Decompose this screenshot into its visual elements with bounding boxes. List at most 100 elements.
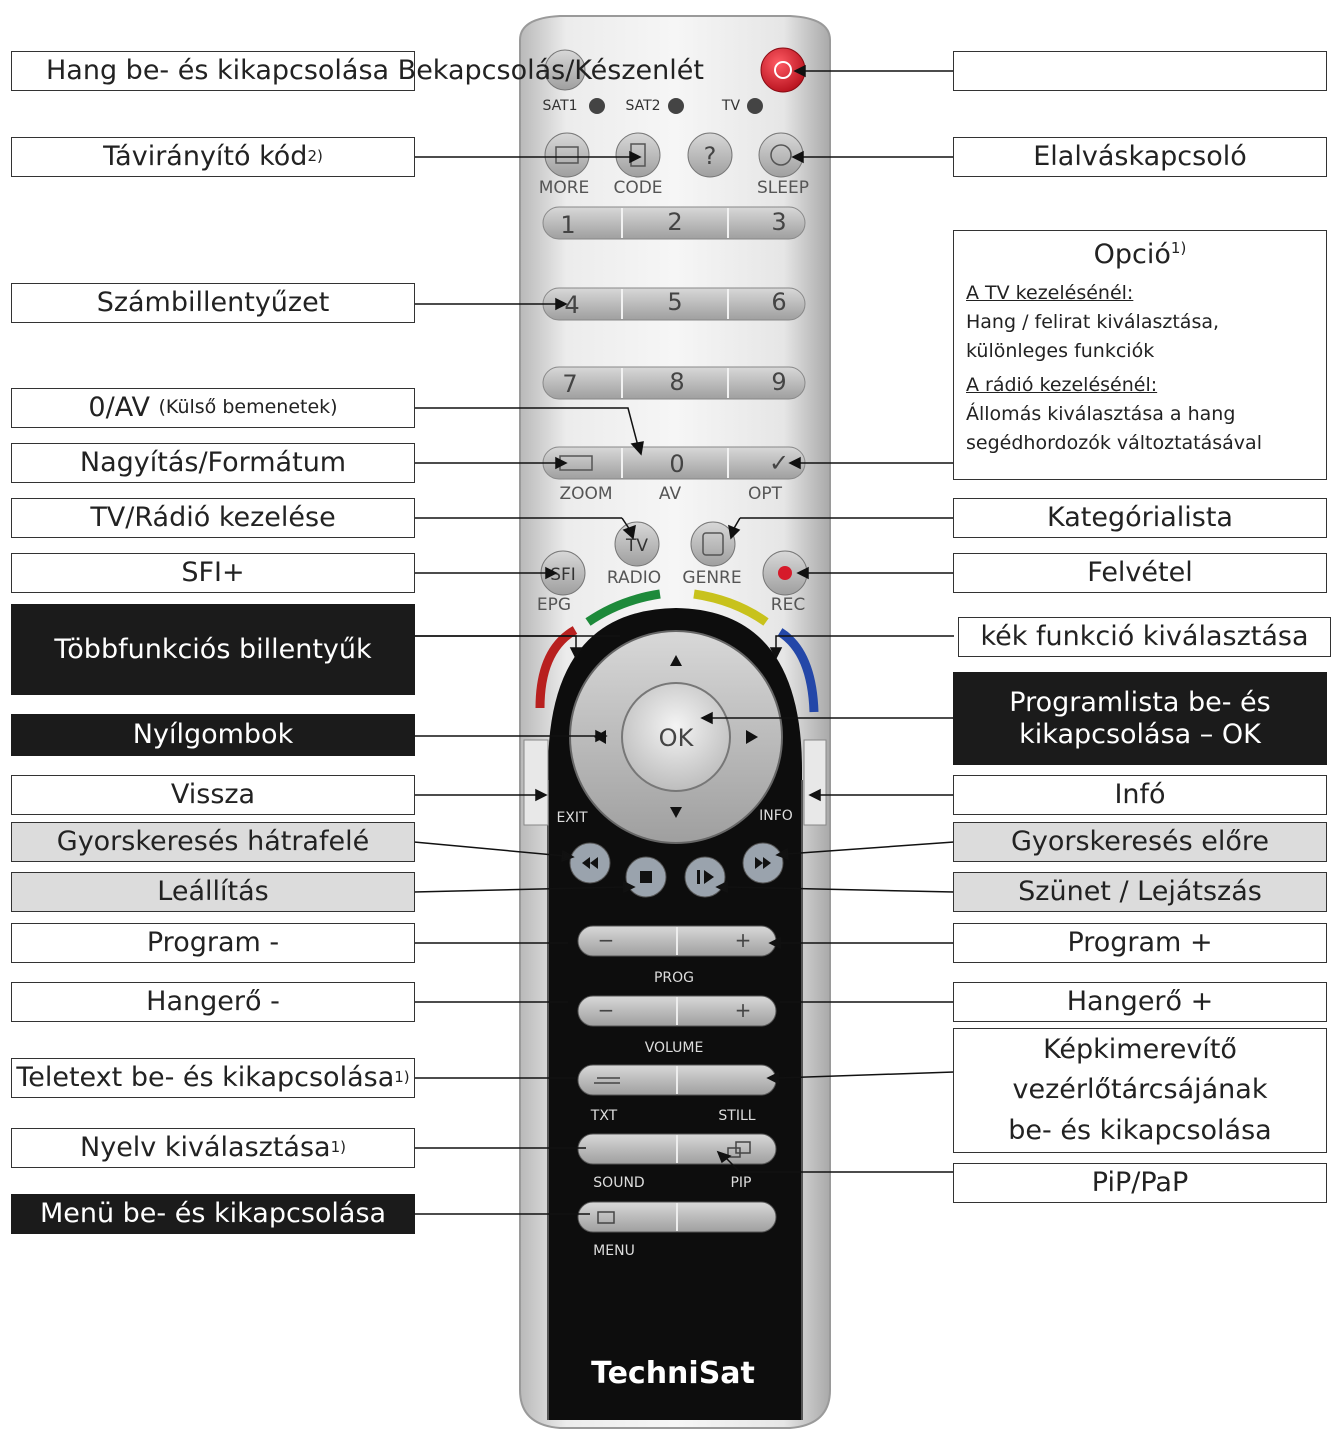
code-label: CODE: [613, 178, 662, 198]
label-stop: Leállítás: [11, 872, 415, 912]
label-program-list-line-1: Programlista be- és: [1009, 687, 1271, 719]
label-tv-radio-text: TV/Rádió kezelése: [90, 502, 336, 534]
label-prog-minus-text: Program -: [146, 927, 280, 959]
exit-button[interactable]: [523, 739, 549, 826]
label-freeze-line-3: be- és kikapcsolása: [1008, 1114, 1272, 1146]
label-vol-minus-text: Hangerő -: [146, 986, 280, 1018]
sat2-led: [668, 98, 684, 114]
label-arrows: Nyílgombok: [11, 714, 415, 756]
label-numpad: Számbillentyűzet: [11, 283, 415, 323]
help-glyph: ?: [704, 142, 717, 170]
label-vol-plus-text: Hangerő +: [1066, 986, 1214, 1018]
radio-label: RADIO: [607, 568, 661, 588]
digit-0: 0: [669, 450, 684, 478]
digit-row-1[interactable]: [542, 206, 806, 240]
pause-icon: [697, 870, 700, 884]
green-arc: [585, 589, 661, 626]
label-blue-function: kék funkció kiválasztása: [958, 617, 1331, 657]
rec-label: REC: [771, 595, 805, 615]
label-category: Kategórialista: [953, 498, 1327, 538]
label-pause-play-text: Szünet / Lejátszás: [1018, 876, 1262, 908]
label-freeze-line-1: Képkimerevítő: [1043, 1033, 1237, 1065]
label-rewind: Gyorskeresés hátrafelé: [11, 822, 415, 862]
digit-3: 3: [771, 208, 786, 236]
arrow-up-icon: [670, 655, 682, 666]
mute-button[interactable]: [544, 49, 586, 91]
label-tv-radio: TV/Rádió kezelése: [11, 498, 415, 538]
label-info-text: Infó: [1114, 779, 1166, 811]
stop-icon: [640, 871, 652, 883]
label-multifunction: Többfunkciós billentyűk: [11, 604, 415, 695]
label-mute-power: Hang be- és kikapcsolása Bekapcsolás/Kés…: [11, 51, 704, 91]
label-blue-function-text: kék funkció kiválasztása: [980, 621, 1309, 653]
help-button[interactable]: [687, 132, 733, 178]
label-zoom-format-text: Nagyítás/Formátum: [79, 447, 347, 479]
label-menu-text: Menü be- és kikapcsolása: [39, 1198, 387, 1230]
option-radio-text: Állomás kiválasztása a hang segédhordozó…: [966, 400, 1314, 459]
label-remote-code-sup: 2): [307, 147, 323, 166]
arrow-right-icon: [746, 730, 758, 744]
info-button[interactable]: [803, 739, 827, 826]
label-numpad-text: Számbillentyűzet: [96, 287, 330, 319]
ok-button[interactable]: [621, 682, 731, 792]
digit-8: 8: [669, 368, 684, 396]
sleep-label: SLEEP: [757, 178, 809, 198]
exit-label: EXIT: [556, 810, 588, 826]
label-record-text: Felvétel: [1087, 557, 1193, 589]
menu-remote-label: MENU: [593, 1243, 635, 1259]
still-label: STILL: [718, 1108, 755, 1124]
label-freeze: Képkimerevítő vezérlőtárcsájának be- és …: [953, 1028, 1327, 1153]
vol-minus-glyph: −: [598, 998, 615, 1022]
option-tv-heading: A TV kezelésénél:: [966, 282, 1134, 304]
label-freeze-line-2: vezérlőtárcsájának: [1012, 1074, 1268, 1106]
label-teletext-sup: 1): [394, 1068, 410, 1087]
info-label: INFO: [759, 808, 793, 824]
digit-7: 7: [562, 370, 577, 398]
digit-row-3[interactable]: [542, 366, 806, 400]
label-sfi-text: SFI+: [181, 557, 245, 589]
label-sfi: SFI+: [11, 553, 415, 593]
digit-9: 9: [771, 368, 786, 396]
label-rewind-text: Gyorskeresés hátrafelé: [56, 826, 370, 858]
option-radio-line-1: Állomás kiválasztása a hang: [966, 402, 1236, 425]
yellow-arc: [693, 589, 769, 626]
label-back: Vissza: [11, 775, 415, 815]
volume-label: VOLUME: [645, 1040, 704, 1056]
genre-button[interactable]: [690, 521, 736, 567]
more-button[interactable]: [544, 132, 590, 178]
sound-label: SOUND: [593, 1175, 644, 1191]
label-remote-code-text: Távirányító kód: [103, 141, 308, 173]
label-zero-av-text: 0/AV: [88, 392, 150, 424]
prog-minus-glyph: −: [598, 928, 615, 952]
digit-5: 5: [667, 288, 682, 316]
sat1-label: SAT1: [542, 98, 577, 114]
digit-4: 4: [564, 291, 579, 319]
ok-label: OK: [659, 724, 695, 752]
label-pip: PiP/PaP: [953, 1163, 1327, 1203]
sfi-button-label: SFI: [550, 565, 576, 585]
label-back-text: Vissza: [170, 779, 256, 811]
label-zero-av: 0/AV (Külső bemenetek): [11, 388, 415, 428]
txt-label: TXT: [590, 1108, 618, 1124]
label-power-right: [953, 51, 1327, 91]
label-multifunction-text: Többfunkciós billentyűk: [54, 633, 372, 665]
label-language-sup: 1): [330, 1138, 346, 1157]
label-forward-text: Gyorskeresés előre: [1010, 826, 1270, 858]
digit-2: 2: [667, 208, 682, 236]
code-button[interactable]: [615, 132, 661, 178]
label-mute-power-text: Hang be- és kikapcsolása Bekapcsolás/Kés…: [46, 55, 704, 87]
label-zoom-format: Nagyítás/Formátum: [11, 443, 415, 483]
label-forward: Gyorskeresés előre: [953, 822, 1327, 862]
sat2-label: SAT2: [625, 98, 660, 114]
option-title: Opció1): [966, 239, 1314, 270]
option-radio-line-2: segédhordozók változtatásával: [966, 432, 1262, 455]
tv-radio-button[interactable]: [614, 521, 660, 567]
option-title-sup: 1): [1170, 239, 1187, 257]
label-prog-plus-text: Program +: [1067, 927, 1213, 959]
prog-plus-glyph: +: [735, 928, 752, 952]
pip-remote-label: PIP: [730, 1175, 751, 1191]
